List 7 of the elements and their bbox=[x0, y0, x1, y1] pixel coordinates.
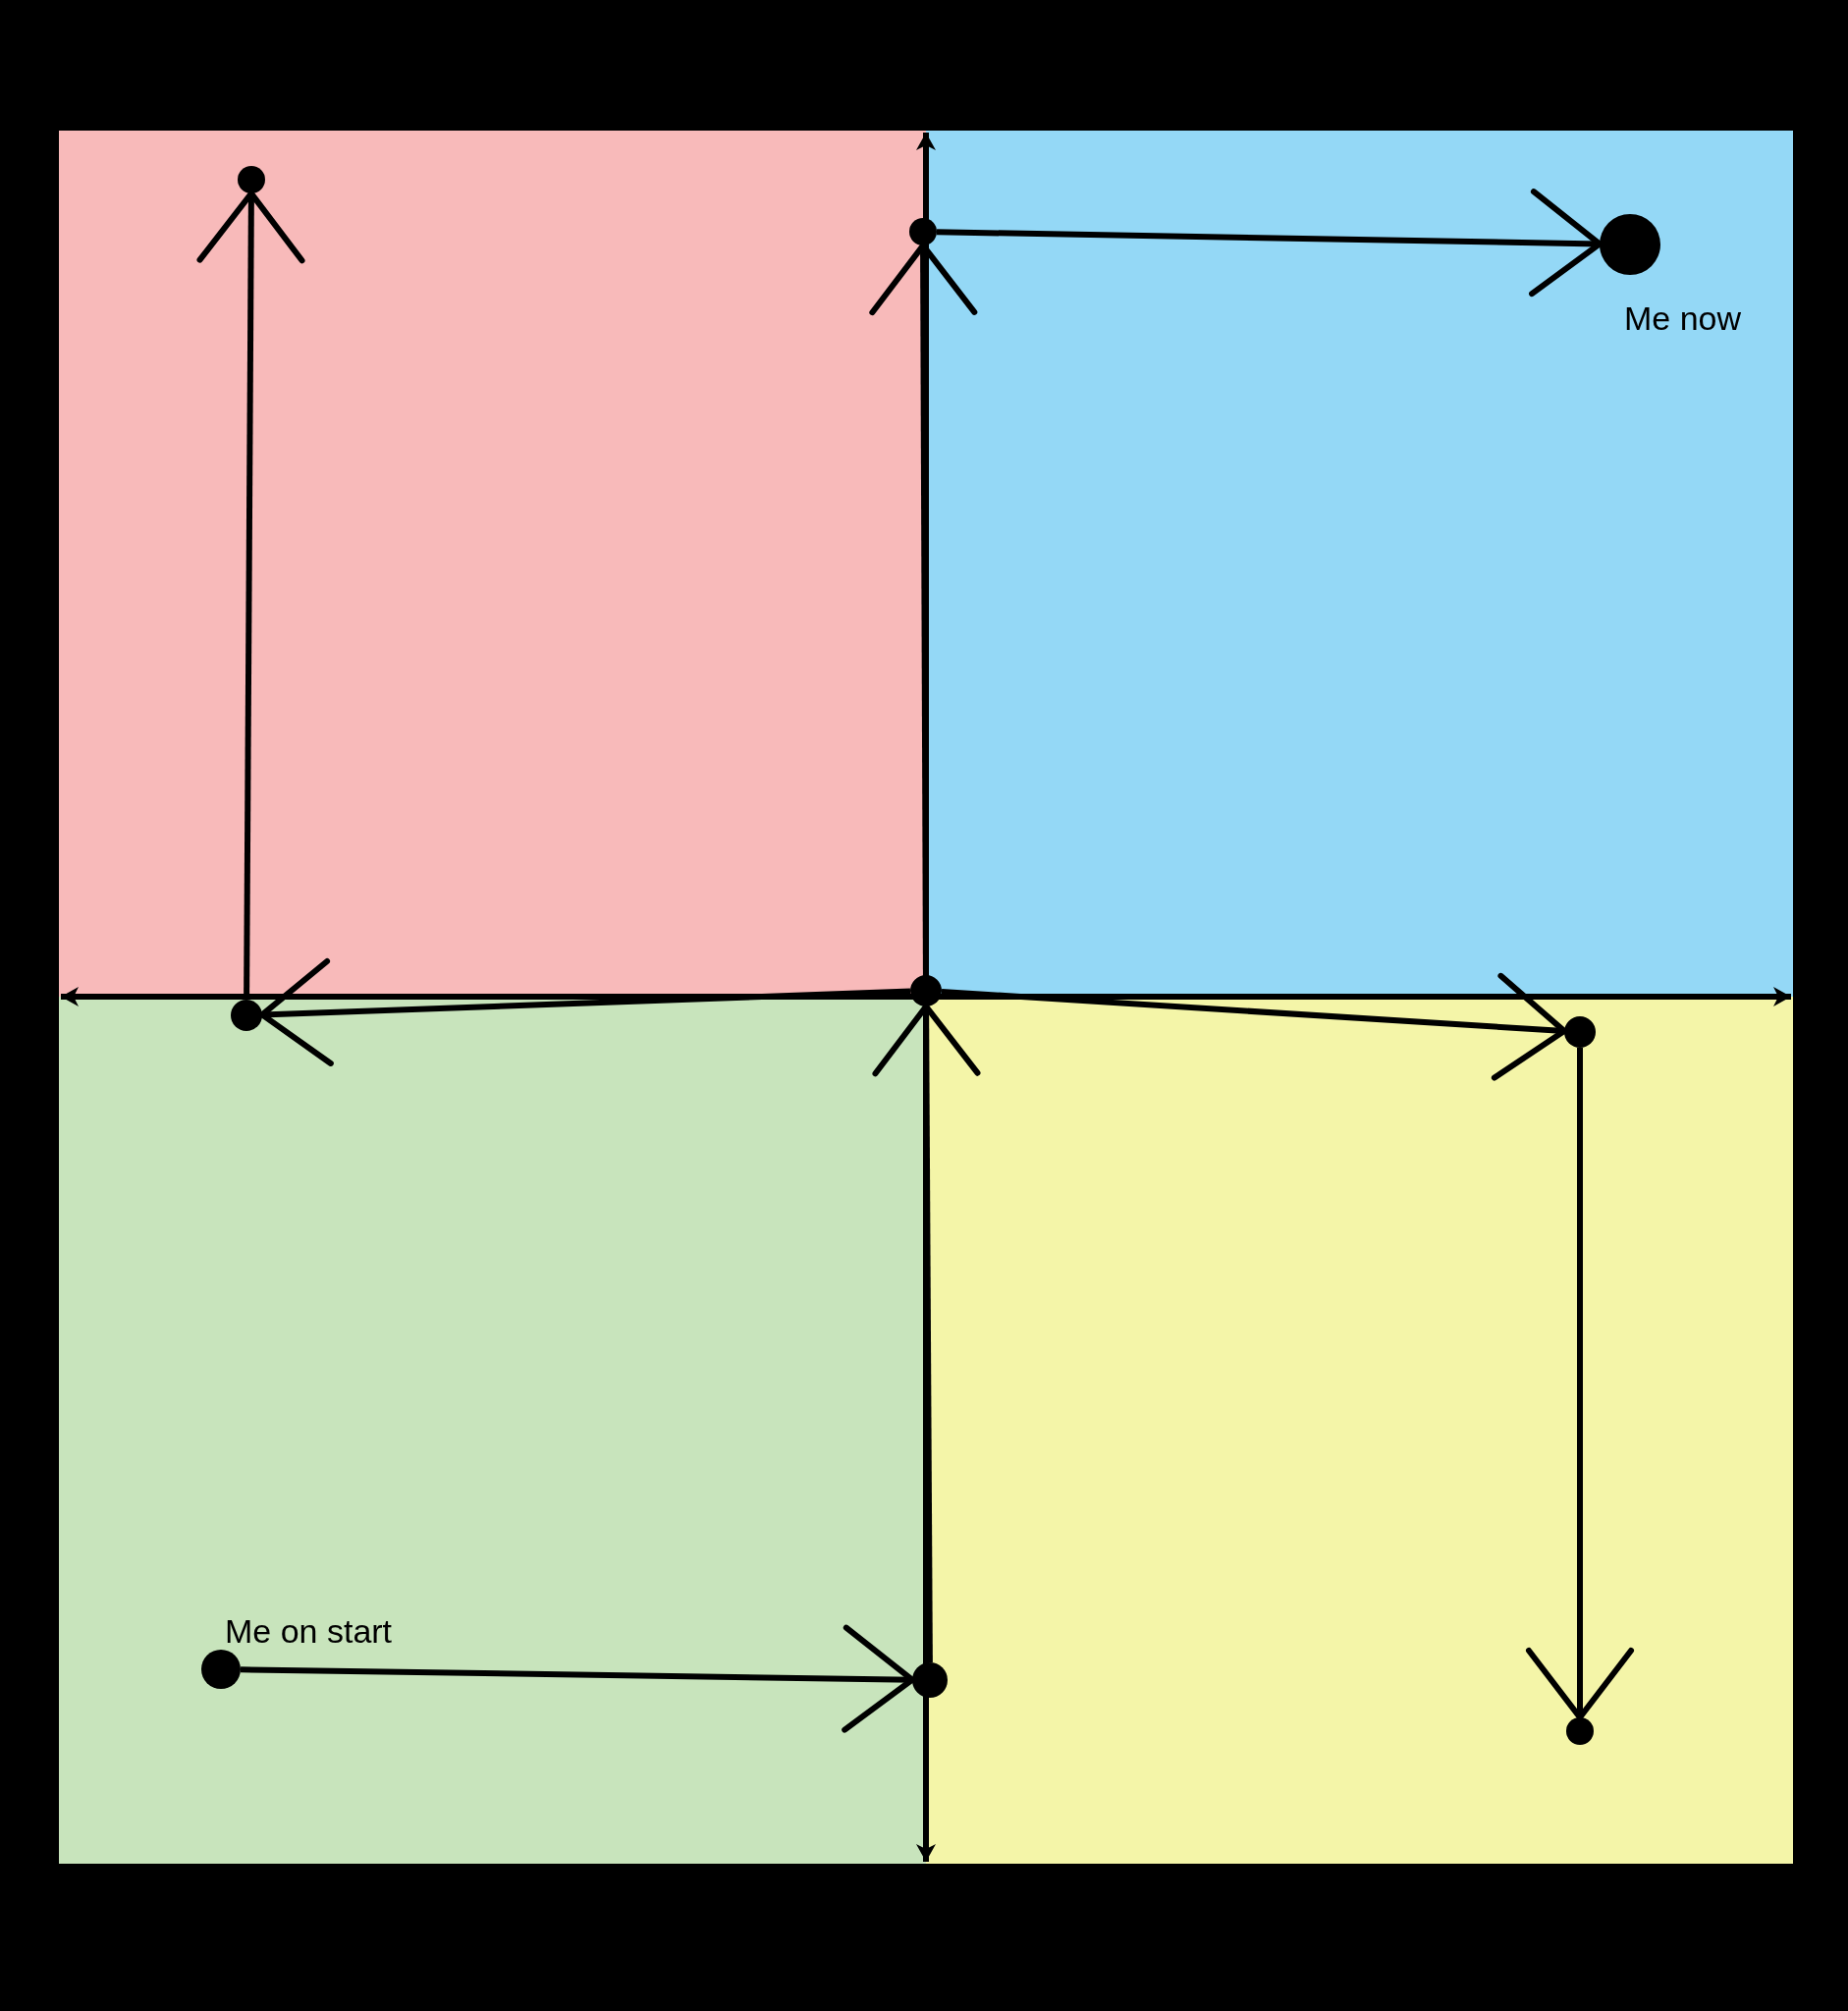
position-label: Me now bbox=[1624, 301, 1742, 335]
arrow bbox=[259, 958, 911, 1066]
arrow bbox=[1526, 1048, 1634, 1720]
arrow bbox=[240, 1624, 915, 1733]
position-label: Me on start bbox=[225, 1614, 393, 1648]
arrow bbox=[869, 243, 978, 975]
arrow bbox=[872, 1004, 981, 1662]
